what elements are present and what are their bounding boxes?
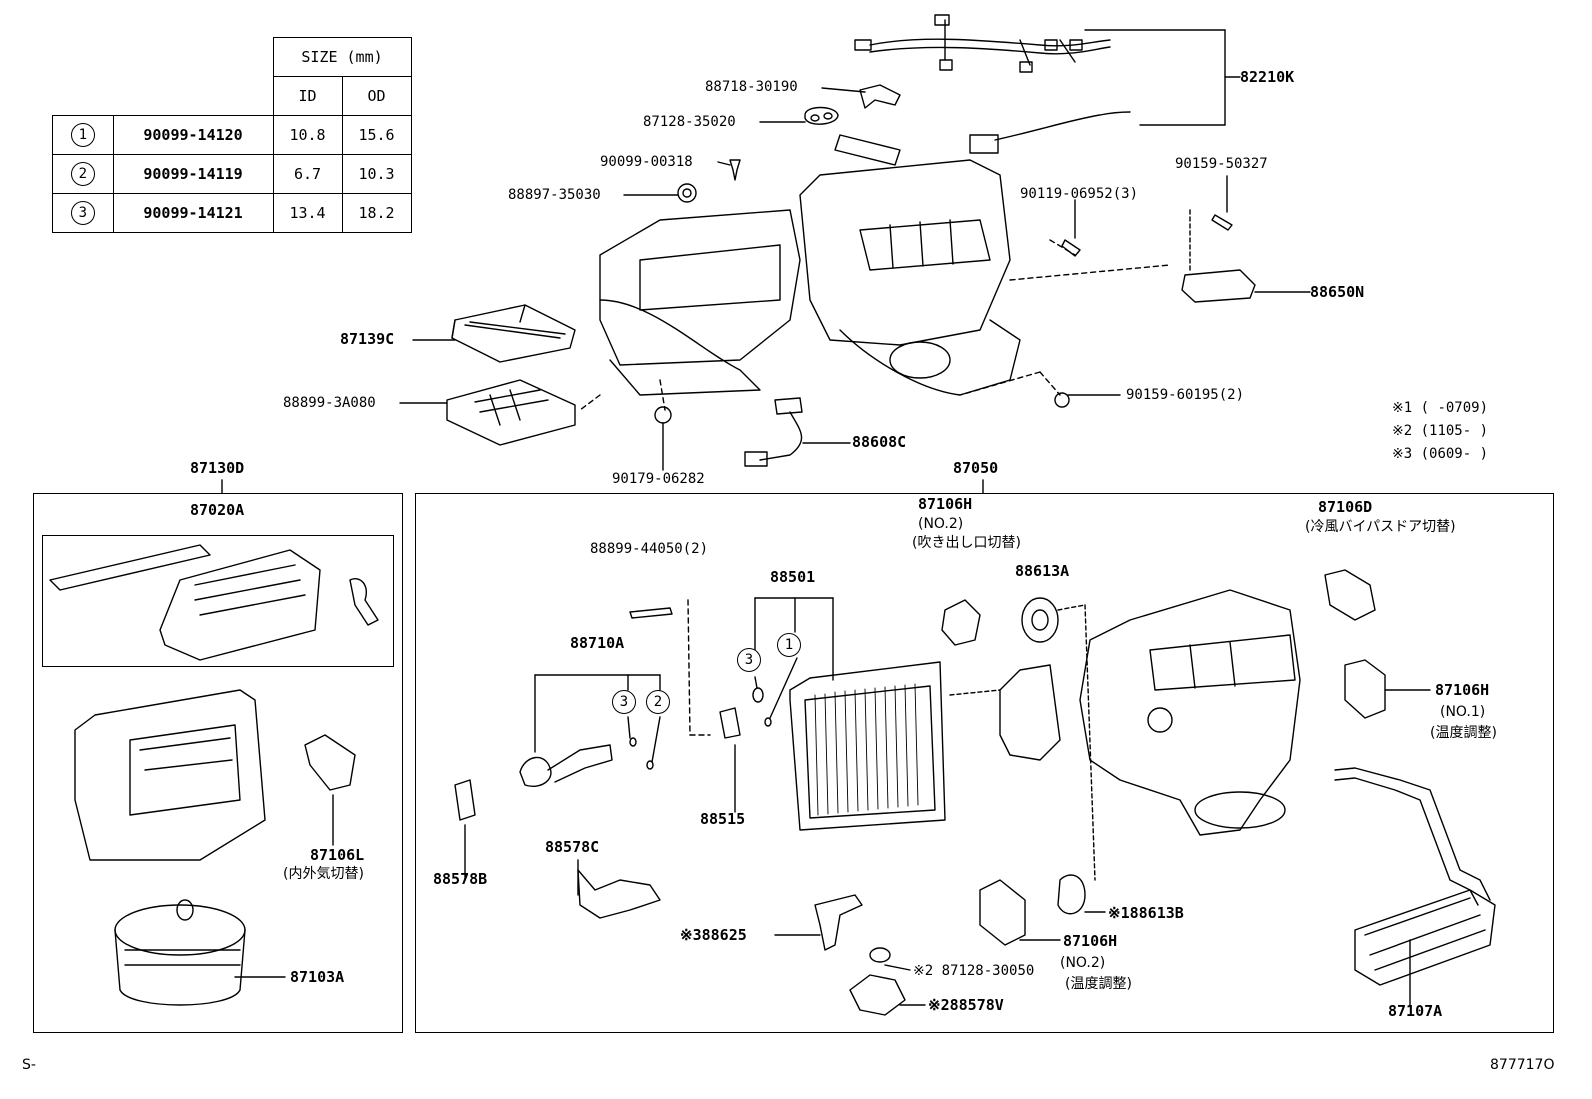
part-label-87050: 87050 xyxy=(953,459,999,477)
part-label-87107a: 87107A xyxy=(1388,1002,1443,1020)
hvac-unit-drawing-top xyxy=(579,134,1171,411)
group-box-87130d xyxy=(33,493,403,1033)
row-part-number: 90099-14119 xyxy=(112,154,274,194)
part-label-87106l: 87106L xyxy=(310,846,365,864)
row-od: 18.2 xyxy=(341,193,412,233)
od-column-header: OD xyxy=(341,76,412,116)
footer-right: 877717O xyxy=(1490,1057,1555,1073)
part-label-87130d: 87130D xyxy=(190,459,245,477)
part-desc-87106d: (冷風バイパスドア切替) xyxy=(1305,519,1456,535)
part-sub-87106h-no2-bottom: (NO.2) xyxy=(1060,955,1106,971)
mark-1-circle: 1 xyxy=(777,633,801,657)
part-label-88650n: 88650N xyxy=(1310,283,1365,301)
table-row: 3 90099-14121 13.4 18.2 xyxy=(52,193,412,233)
part-label-88899-44050: 88899-44050(2) xyxy=(590,541,709,557)
part-desc-87106l: (内外気切替) xyxy=(283,866,364,882)
table-row: 1 90099-14120 10.8 15.6 xyxy=(52,115,412,155)
row-part-number: 90099-14121 xyxy=(112,193,274,233)
mark-3-circle: 3 xyxy=(737,648,761,672)
mark-3-circle: 3 xyxy=(612,690,636,714)
id-column-header: ID xyxy=(272,76,343,116)
part-label-88718-30190: 88718-30190 xyxy=(705,79,798,95)
row-od: 10.3 xyxy=(341,154,412,194)
row-mark: 3 xyxy=(70,201,95,225)
leader-lines-top xyxy=(399,87,1311,471)
part-label-88608c: 88608C xyxy=(852,433,907,451)
row-part-number: 90099-14120 xyxy=(112,115,274,155)
mark-2-circle: 2 xyxy=(646,690,670,714)
row-id: 13.4 xyxy=(272,193,343,233)
part-label-90159-60195: 90159-60195(2) xyxy=(1126,387,1245,403)
part-label-88899-3a080: 88899-3A080 xyxy=(283,395,376,411)
part-label-87106h-no2-bottom: 87106H xyxy=(1063,932,1118,950)
footer-left: S- xyxy=(22,1057,36,1073)
part-label-87139c: 87139C xyxy=(340,330,395,348)
small-parts-top-drawing xyxy=(654,84,1256,467)
note-1: ※1 ( -0709) xyxy=(1392,400,1489,416)
hvac-assembly-group-drawing xyxy=(454,479,1496,1016)
row-mark: 1 xyxy=(70,123,95,147)
part-label-87106h-top: 87106H xyxy=(918,495,973,513)
part-label-88501: 88501 xyxy=(770,568,816,586)
hose-size-table: SIZE (mm) ID OD 1 90099-14120 10.8 15.6 … xyxy=(52,37,412,233)
table-row: 2 90099-14119 6.7 10.3 xyxy=(52,154,412,194)
part-label-88625: ※388625 xyxy=(680,926,747,944)
wire-harness-drawing xyxy=(854,14,1241,154)
part-label-88710a: 88710A xyxy=(570,634,625,652)
part-label-90179-06282: 90179-06282 xyxy=(612,471,705,487)
row-id: 10.8 xyxy=(272,115,343,155)
part-desc-87106h-top: (吹き出し口切替) xyxy=(912,535,1021,551)
part-label-87106h-no1: 87106H xyxy=(1435,681,1490,699)
group-box-87050 xyxy=(415,493,1554,1033)
filters-drawing xyxy=(446,304,576,446)
part-label-90099-00318: 90099-00318 xyxy=(600,154,693,170)
part-label-88613a: 88613A xyxy=(1015,562,1070,580)
part-sub-87106h-no1: (NO.1) xyxy=(1440,704,1486,720)
row-mark: 2 xyxy=(70,162,95,186)
row-id: 6.7 xyxy=(272,154,343,194)
row-od: 15.6 xyxy=(341,115,412,155)
part-label-90159-50327: 90159-50327 xyxy=(1175,156,1268,172)
note-2: ※2 (1105- ) xyxy=(1392,423,1489,439)
size-header: SIZE (mm) xyxy=(272,37,412,77)
part-label-90119-06952: 90119-06952(3) xyxy=(1020,186,1139,202)
part-sub-87106h-top: (NO.2) xyxy=(918,516,964,532)
part-label-88578b: 88578B xyxy=(433,870,488,888)
note-3: ※3 (0609- ) xyxy=(1392,446,1489,462)
part-label-87020a: 87020A xyxy=(190,501,245,519)
part-label-87128-35020: 87128-35020 xyxy=(643,114,736,130)
blower-group-drawing xyxy=(49,479,379,1006)
part-desc-87106h-no1: (温度調整) xyxy=(1430,725,1497,741)
part-label-82210k: 82210K xyxy=(1240,68,1295,86)
part-label-88897-35030: 88897-35030 xyxy=(508,187,601,203)
part-desc-87106h-no2-bottom: (温度調整) xyxy=(1065,976,1132,992)
part-label-87106d: 87106D xyxy=(1318,498,1373,516)
part-label-88613b: ※188613B xyxy=(1108,904,1184,922)
part-label-88515: 88515 xyxy=(700,810,746,828)
part-label-87103a: 87103A xyxy=(290,968,345,986)
part-label-87128-30050: ※2 87128-30050 xyxy=(913,963,1035,979)
group-box-87020a xyxy=(42,535,394,667)
part-label-88578v: ※288578V xyxy=(928,996,1004,1014)
part-label-88578c: 88578C xyxy=(545,838,600,856)
